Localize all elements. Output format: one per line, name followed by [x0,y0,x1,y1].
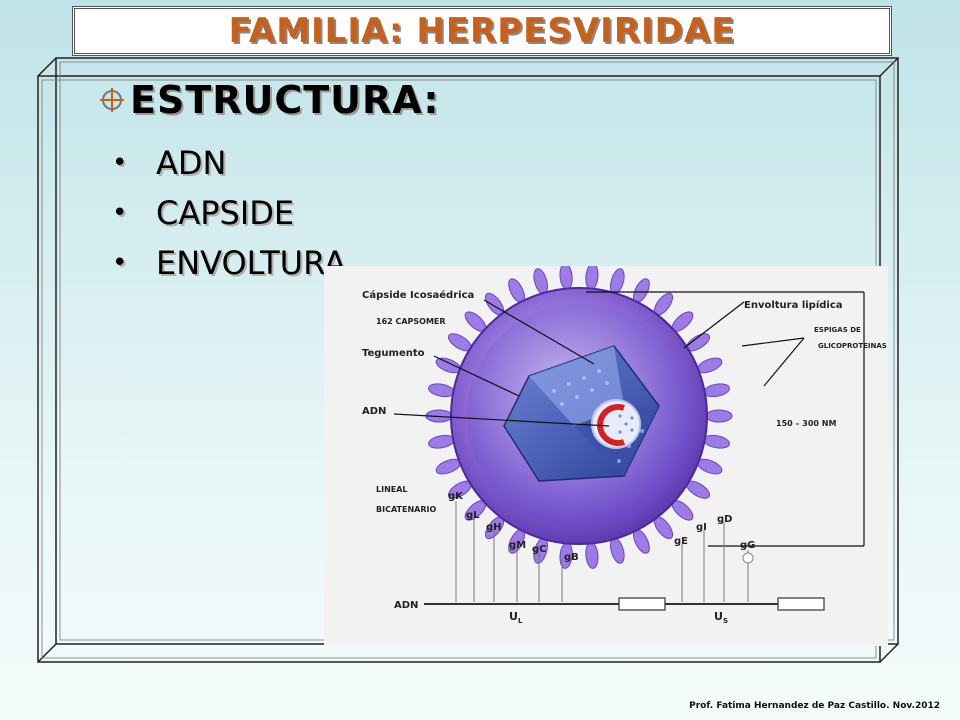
bullet-item: • CAPSIDE [112,188,346,238]
bullet-label: ENVOLTURA [156,244,346,282]
label-capsid: Cápside Icosaédrica [362,289,474,301]
pointer-lines [393,291,865,547]
footer-credit: Prof. Fatima Hernandez de Paz Castillo. … [689,701,940,711]
label-size: 150 – 300 NM [776,419,836,428]
label-genome-dna: ADN [394,600,418,611]
bullet-dot-icon: • [112,248,128,278]
herpesvirus-diagram: Cápside Icosaédrica 162 CAPSOMER Tegumen… [324,266,888,646]
spike-icon [559,266,573,291]
bullet-item: • ENVOLTURA [112,238,346,288]
glycoprotein-label: gG [740,540,755,551]
label-unique-short: US [714,610,728,625]
bullet-dot-icon: • [112,148,128,178]
bullet-item: • ADN [112,138,346,188]
spike-icon [585,266,599,291]
label-dna: ADN [362,406,386,417]
bullet-label: ADN [156,144,227,182]
glycoprotein-label: gD [717,514,732,525]
spike-icon [428,383,455,398]
genome-map [424,597,825,611]
label-tegument: Tegumento [362,348,425,359]
label-lineal: LINEAL [376,485,408,494]
spike-icon [428,434,455,449]
glycoprotein-label: gI [696,522,707,533]
glycoprotein-label: gC [532,544,547,555]
spike-icon [585,541,599,569]
bullet-dot-icon: • [112,198,128,228]
gG-marker-icon [742,552,754,564]
heading-text: ESTRUCTURA: [130,78,440,122]
label-envelope: Envoltura lipídica [744,299,843,311]
label-bicatenario: BICATENARIO [376,505,436,514]
glycoprotein-label: gM [509,540,526,551]
section-heading: ESTRUCTURA: [98,78,440,122]
spike-icon [703,434,730,449]
spike-icon [705,409,733,423]
label-spikes-2: GLICOPROTEINAS [818,342,887,350]
glycoprotein-label: gB [564,552,579,563]
slide-title: FAMILIA: HERPESVIRIDAE [228,11,736,51]
bullet-label: CAPSIDE [156,194,295,232]
dna-core [591,399,641,449]
crosshair-icon [100,88,124,112]
glycoprotein-label: gL [466,510,480,521]
label-spikes-1: ESPIGAS DE [814,326,861,334]
spike-icon [703,383,730,398]
label-unique-long: UL [509,610,523,625]
glycoprotein-label: gE [674,536,688,547]
bullet-list: • ADN • CAPSIDE • ENVOLTURA [112,138,346,288]
glycoprotein-stems [455,501,749,602]
glycoprotein-label: gK [448,491,464,502]
glycoprotein-label: gH [486,522,502,533]
label-capsomer: 162 CAPSOMER [376,317,446,326]
title-box: FAMILIA: HERPESVIRIDAE [72,6,892,56]
